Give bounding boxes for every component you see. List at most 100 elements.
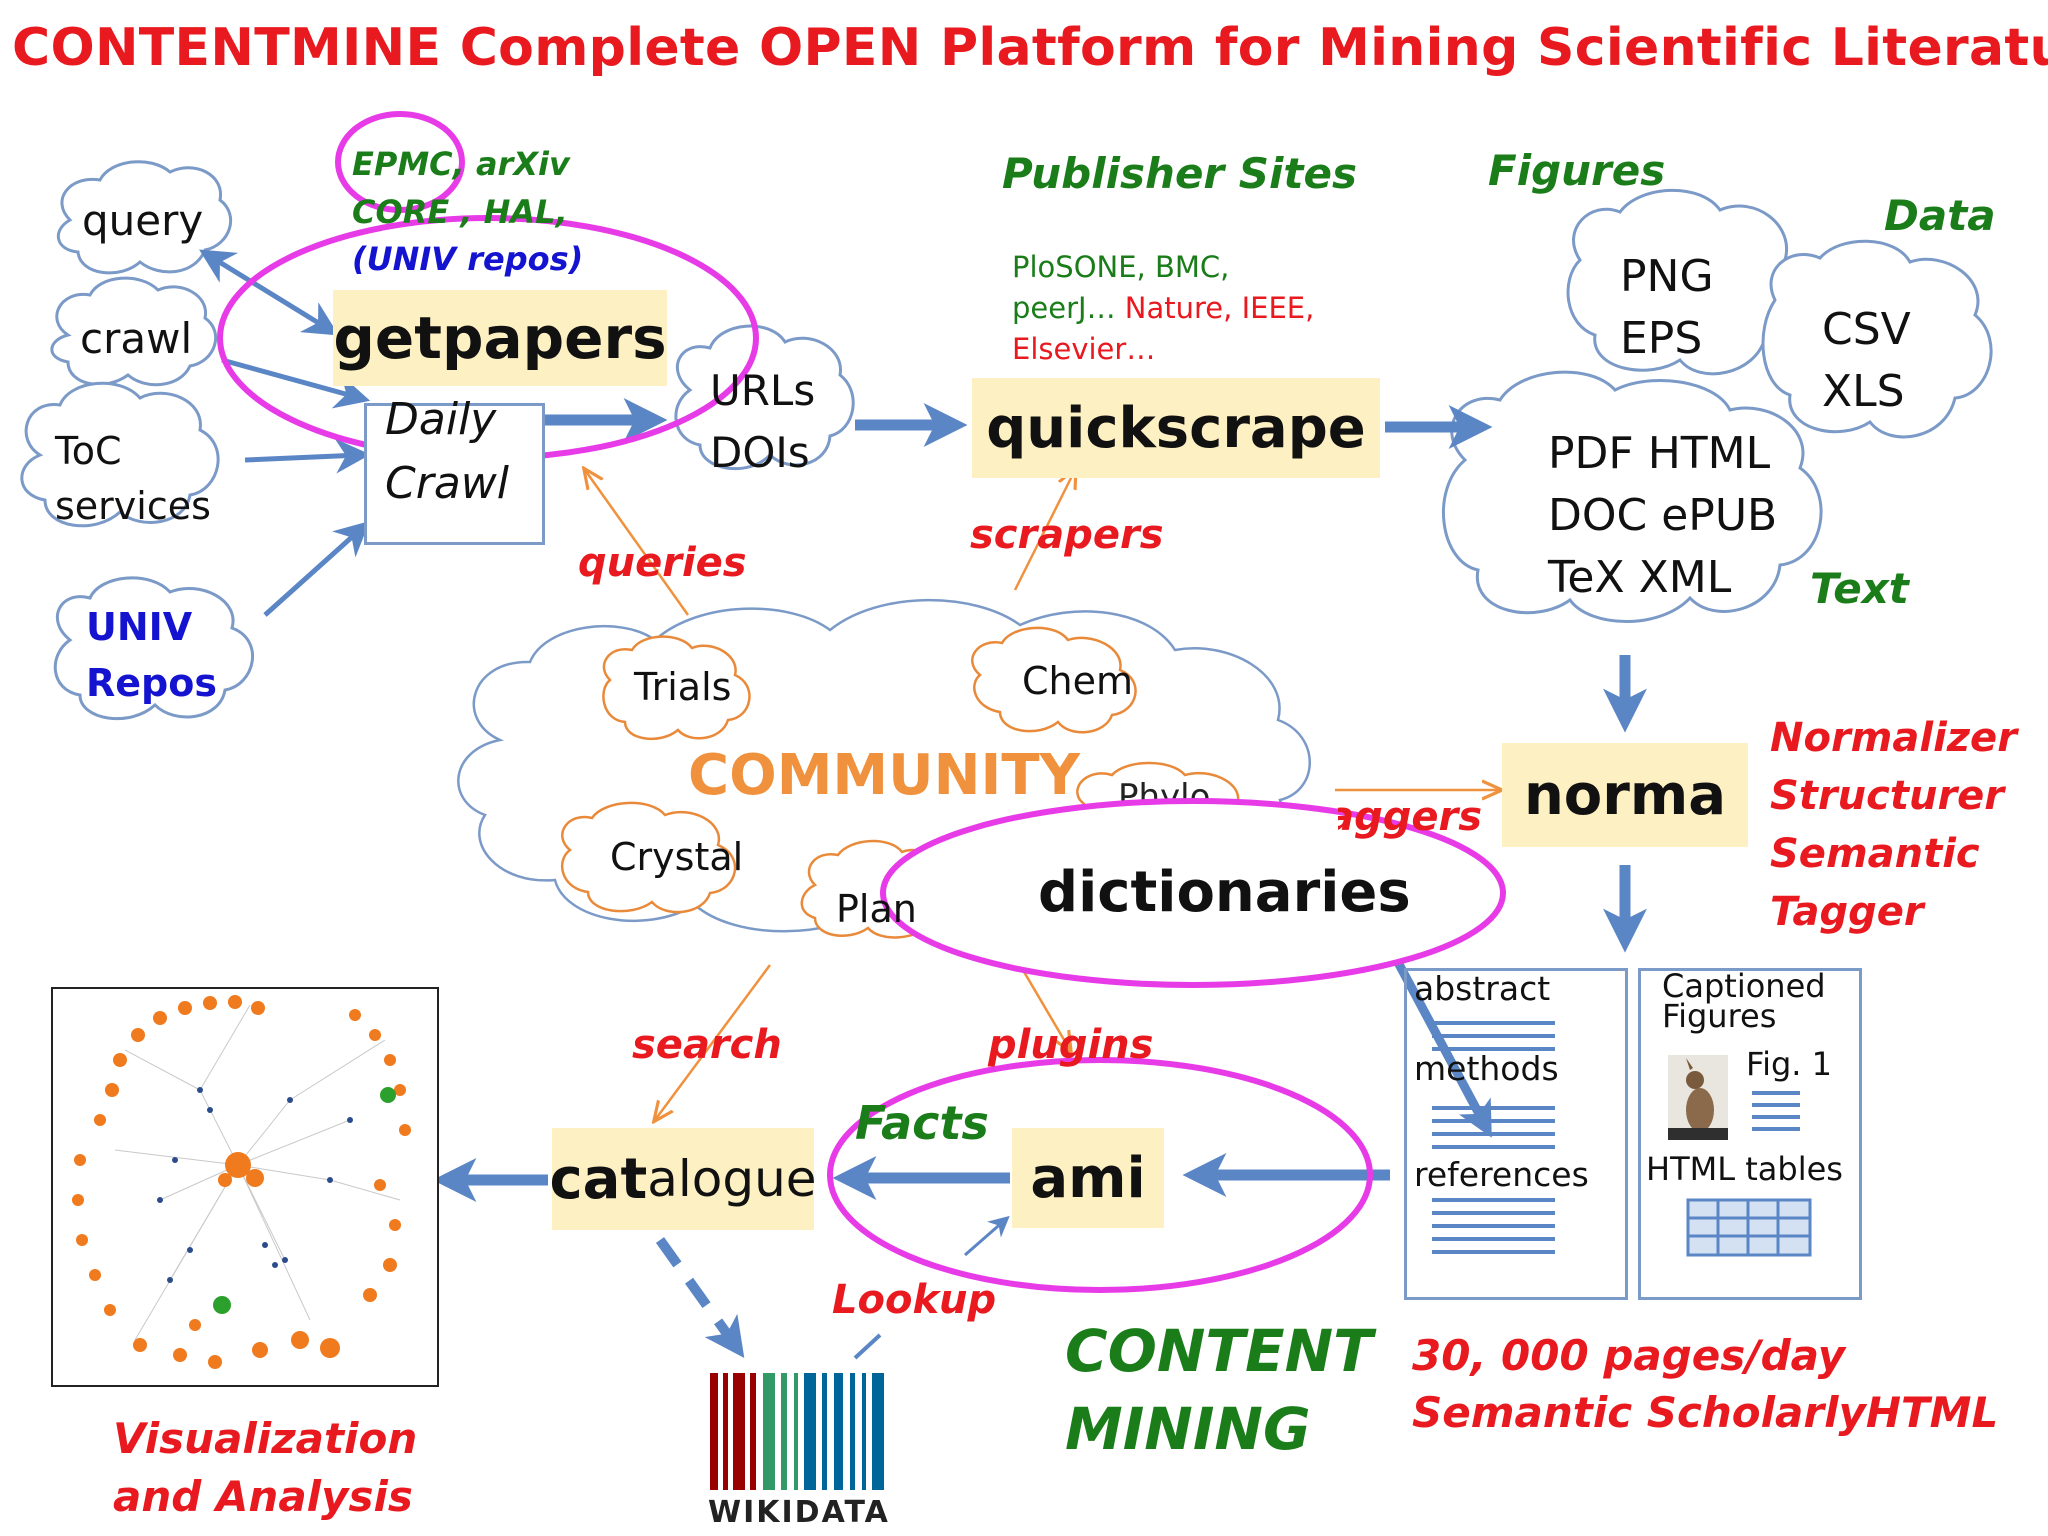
norma-role-4: Tagger: [1770, 889, 1924, 935]
query-label: query: [82, 196, 204, 245]
getpapers-label: getpapers: [333, 304, 667, 372]
daily-crawl-line2: Crawl: [385, 458, 509, 509]
arrow-wikidata-lookup: [853, 1333, 882, 1360]
arxiv-text: arXiv: [464, 145, 570, 183]
queries-label: queries: [578, 540, 747, 586]
wikidata-label: WIKIDATA: [708, 1495, 890, 1530]
publishers-line1: PloSONE, BMC,: [1012, 250, 1230, 284]
getpapers-box[interactable]: getpapers: [333, 290, 667, 386]
text-label: Text: [1810, 564, 1909, 613]
pipeline-arrows: [432, 398, 1647, 1202]
visualization-line1: Visualization: [113, 1414, 418, 1463]
arrow-catalogue-wikidata: [655, 1237, 745, 1359]
methods-label: methods: [1414, 1049, 1559, 1088]
arrow-lookup-ami: [964, 1215, 1010, 1257]
search-label: search: [632, 1022, 782, 1068]
format-line-1: PDF HTML: [1548, 428, 1771, 479]
arrow-crawl-daily: [221, 357, 371, 409]
lookup-label: Lookup: [832, 1277, 997, 1323]
kangaroo-figure-icon: [1668, 1055, 1728, 1140]
throughput-line1: 30, 000 pages/day: [1412, 1331, 1846, 1380]
content-mining-line2: MINING: [1065, 1395, 1311, 1463]
repos-line3: (UNIV repos): [352, 240, 584, 278]
fig1-label: Fig. 1: [1746, 1045, 1832, 1083]
wikidata-logo: WIKIDATA: [704, 1373, 904, 1530]
arrow-toc-daily: [244, 438, 371, 474]
captioned-label-line1: Captioned: [1662, 967, 1826, 1005]
quickscrape-box[interactable]: quickscrape: [972, 378, 1380, 478]
catalogue-bold-part: cat: [549, 1146, 648, 1212]
cloud-toc: [20, 381, 220, 528]
arrow-univ-daily: [263, 520, 370, 617]
html-table-icon: [1686, 1198, 1812, 1257]
toc-label-line2: services: [55, 484, 211, 528]
publishers-peerj: peerJ…: [1012, 291, 1125, 325]
daily-crawl-line1: Daily: [385, 394, 497, 445]
univ-label-line1: UNIV: [86, 605, 193, 649]
catalogue-rest-part: alogue: [647, 1150, 817, 1208]
univ-label-line2: Repos: [86, 661, 217, 705]
daily-crawl-box[interactable]: [364, 403, 545, 545]
cloud-trials: [602, 635, 751, 741]
png-label: PNG: [1620, 251, 1714, 302]
publishers-line2: peerJ… Nature, IEEE,: [1012, 294, 1314, 323]
format-line-3: TeX XML: [1548, 552, 1732, 603]
eps-label: EPS: [1620, 313, 1703, 364]
norma-box[interactable]: norma: [1502, 743, 1748, 847]
ami-label: ami: [1030, 1145, 1146, 1211]
page-title: CONTENTMINE Complete OPEN Platform for M…: [12, 18, 2048, 78]
arrow-query-getpapers: [199, 249, 339, 336]
content-mining-line1: CONTENT: [1065, 1317, 1373, 1385]
repos-line2: CORE , HAL,: [352, 193, 568, 231]
scholarly-panel-figures: [1638, 968, 1862, 1300]
epmc-text: EPMC,: [352, 145, 465, 183]
network-graph: [51, 987, 439, 1387]
publishers-nature: Nature, IEEE,: [1124, 291, 1315, 325]
facts-label: Facts: [855, 1096, 989, 1150]
source-arrows: [199, 249, 371, 617]
figures-label: Figures: [1488, 146, 1666, 195]
norma-role-1: Normalizer: [1770, 715, 2017, 761]
repos-line1: EPMC, arXiv: [352, 148, 570, 180]
highlight-dictionaries: [880, 798, 1506, 988]
norma-label: norma: [1523, 762, 1727, 828]
highlight-epmc: [335, 111, 465, 213]
arrow-community-queries: [585, 470, 690, 616]
cloud-query: [57, 160, 233, 275]
arrow-community-catalogue: [655, 964, 772, 1120]
visualization-line2: and Analysis: [113, 1472, 413, 1521]
highlight-ami: [827, 1057, 1373, 1293]
urls-label: URLs: [710, 366, 816, 415]
crawl-label: crawl: [80, 314, 193, 363]
throughput-line2: Semantic ScholarlyHTML: [1412, 1388, 1999, 1437]
cloud-formats: [1442, 370, 1823, 623]
arrow-community-ami: [1018, 964, 1070, 1050]
plants-partial-label: Plan: [836, 887, 917, 931]
abstract-label: abstract: [1414, 969, 1551, 1008]
cloud-data: [1761, 239, 1993, 439]
publisher-sites-label: Publisher Sites: [1002, 149, 1357, 198]
dictionaries-label[interactable]: dictionaries: [1038, 860, 1411, 925]
format-line-2: DOC ePUB: [1548, 490, 1778, 541]
html-tables-label: HTML tables: [1646, 1150, 1843, 1188]
arrow-community-scrapers: [1013, 470, 1075, 591]
community-arrows: [585, 470, 1500, 1120]
ami-box[interactable]: ami: [1012, 1128, 1164, 1228]
captioned-label-line2: Figures: [1662, 997, 1777, 1035]
cloud-chem: [971, 626, 1137, 734]
cloud-crystal: [560, 801, 737, 914]
toc-label-line1: ToC: [55, 429, 122, 473]
xls-label: XLS: [1822, 366, 1905, 417]
norma-role-3: Semantic: [1770, 831, 1980, 877]
taggers-clip: taggers: [1338, 795, 1498, 855]
data-label: Data: [1884, 191, 1996, 240]
publishers-line3: Elsevier…: [1012, 332, 1156, 366]
references-label: references: [1414, 1155, 1589, 1194]
scholarly-lines: [1432, 1021, 1800, 1254]
chem-label: Chem: [1022, 659, 1134, 703]
csv-label: CSV: [1822, 304, 1911, 355]
